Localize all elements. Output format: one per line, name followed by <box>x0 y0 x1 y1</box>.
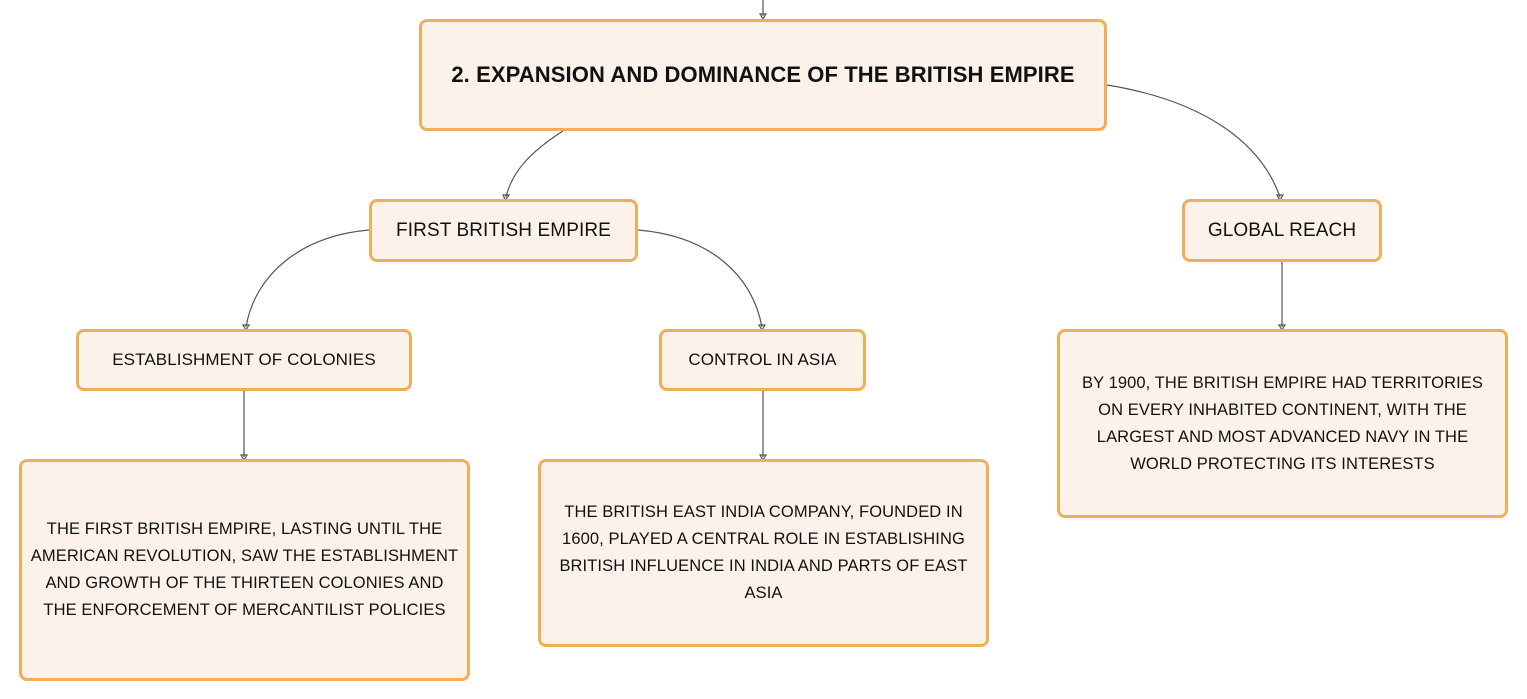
establishment-of-colonies-node[interactable]: ESTABLISHMENT OF COLONIES <box>76 329 412 391</box>
connector-first-empire-to-asia <box>637 229 763 328</box>
connector-root-to-global-reach <box>1106 84 1281 198</box>
arrowhead-colonies-detail <box>239 454 249 462</box>
connector-first-empire-to-colonies <box>245 229 370 328</box>
first-british-empire-label: FIRST BRITISH EMPIRE <box>396 219 611 241</box>
arrowhead-colonies <box>241 324 251 332</box>
incoming-arrowhead <box>758 13 768 21</box>
arrowhead-first-empire <box>502 194 511 202</box>
asia-detail-node[interactable]: THE BRITISH EAST INDIA COMPANY, FOUNDED … <box>538 459 989 647</box>
global-reach-label: GLOBAL REACH <box>1207 219 1357 241</box>
connector-root-to-first-empire <box>505 130 564 198</box>
control-in-asia-label: CONTROL IN ASIA <box>688 350 837 369</box>
control-in-asia-node[interactable]: CONTROL IN ASIA <box>659 329 866 391</box>
first-british-empire-node[interactable]: FIRST BRITISH EMPIRE <box>369 199 638 262</box>
arrowhead-global-reach <box>1275 194 1285 202</box>
colonies-detail-node[interactable]: THE FIRST BRITISH EMPIRE, LASTING UNTIL … <box>19 459 470 681</box>
global-reach-detail-text: BY 1900, THE BRITISH EMPIRE HAD TERRITOR… <box>1081 373 1484 473</box>
arrowhead-global-detail <box>1277 324 1287 332</box>
colonies-detail-text: THE FIRST BRITISH EMPIRE, LASTING UNTIL … <box>30 520 459 619</box>
arrowhead-asia <box>757 324 767 332</box>
arrowhead-asia-detail <box>758 454 768 462</box>
global-reach-detail-node[interactable]: BY 1900, THE BRITISH EMPIRE HAD TERRITOR… <box>1057 329 1508 518</box>
asia-detail-text: THE BRITISH EAST INDIA COMPANY, FOUNDED … <box>559 503 968 602</box>
root-topic-node[interactable]: 2. EXPANSION AND DOMINANCE OF THE BRITIS… <box>419 19 1107 131</box>
global-reach-node[interactable]: GLOBAL REACH <box>1182 199 1382 262</box>
root-topic-label: 2. EXPANSION AND DOMINANCE OF THE BRITIS… <box>451 62 1075 87</box>
establishment-of-colonies-label: ESTABLISHMENT OF COLONIES <box>112 350 376 369</box>
